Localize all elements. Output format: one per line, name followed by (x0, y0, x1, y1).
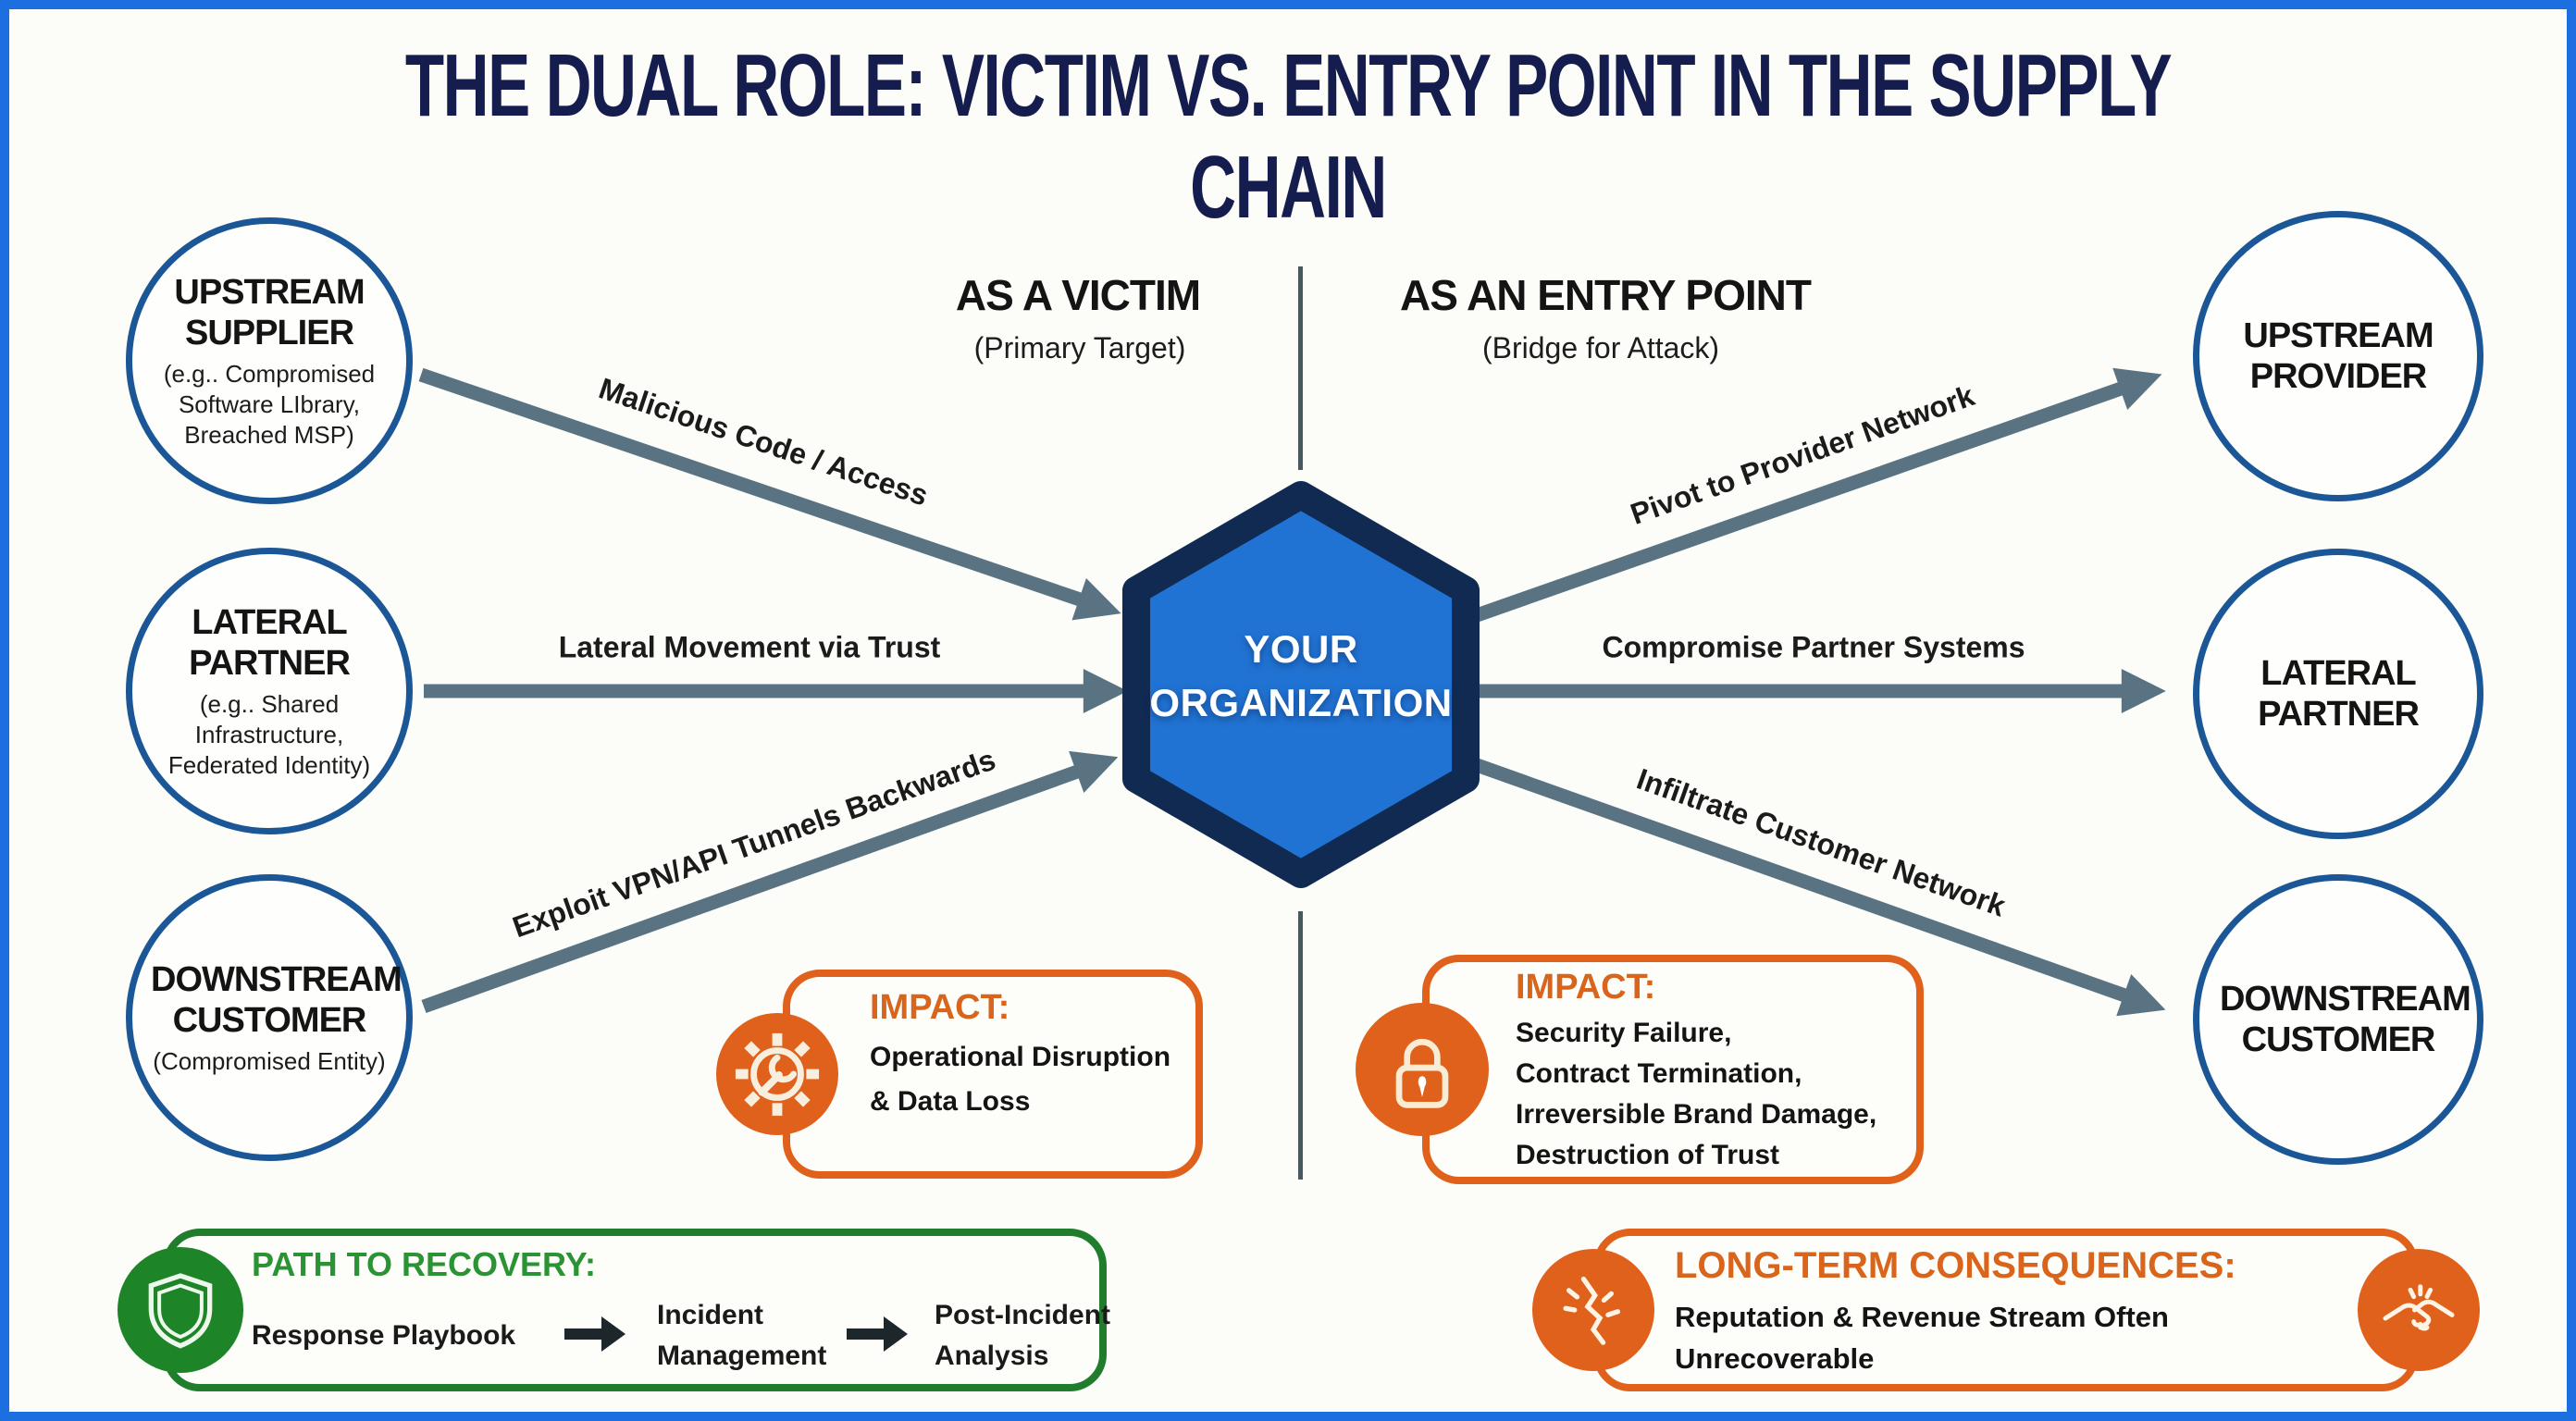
impact-victim-label: IMPACT: (870, 988, 1010, 1027)
node-name: DOWNSTREAM CUSTOMER (2220, 980, 2471, 1059)
node-name: UPSTREAM PROVIDER (2243, 316, 2434, 396)
impact-entry-line3: Irreversible Brand Damage, (1516, 1099, 1877, 1130)
arrow-exploit-vpn (421, 750, 1119, 1014)
handshake-icon (2383, 1284, 2455, 1331)
consequences-line2: Unrecoverable (1675, 1342, 1875, 1375)
arrow-malicious-code (418, 367, 1121, 621)
node-lateral-partner-left: LATERAL PARTNER (e.g.. Shared Infrastruc… (126, 548, 413, 834)
victim-subheading: (Primary Target) (973, 331, 1186, 365)
victim-heading: AS A VICTIM (955, 271, 1201, 319)
your-organization-hexagon: YOUR ORGANIZATION (1116, 481, 1486, 888)
org-line1: YOUR (1244, 627, 1358, 671)
node-detail: (e.g.. Shared Infrastructure, Federated … (167, 689, 371, 779)
impact-entry-line4: Destruction of Trust (1516, 1140, 1780, 1170)
impact-victim-line1: Operational Disruption (870, 1042, 1171, 1072)
impact-entry-line2: Contract Termination, (1516, 1058, 1802, 1089)
node-detail: (Compromised Entity) (153, 1046, 386, 1075)
recovery-icon-circle (118, 1247, 243, 1373)
node-name: LATERAL PARTNER (2258, 654, 2420, 734)
gear-wrench-icon (735, 1032, 820, 1117)
impact-victim-box (783, 970, 1203, 1179)
impact-entry-label: IMPACT: (1516, 968, 1656, 1007)
impact-entry-box (1422, 955, 1924, 1184)
node-detail: (e.g.. Compromised Software LIbrary, Bre… (163, 359, 376, 449)
org-line2: ORGANIZATION (1149, 681, 1453, 724)
node-downstream-customer-left: DOWNSTREAM CUSTOMER (Compromised Entity) (126, 874, 413, 1161)
flow-arrow-icon (847, 1328, 884, 1340)
consequences-right-icon-circle (2358, 1249, 2480, 1371)
impact-victim-line2: & Data Loss (870, 1086, 1031, 1117)
impact-entry-line1: Security Failure, (1516, 1018, 1732, 1048)
recovery-step-2: Incident Management (657, 1300, 827, 1371)
edge-label-lateral-movement: Lateral Movement via Trust (558, 630, 941, 664)
entry-point-subheading: (Bridge for Attack) (1481, 331, 1720, 365)
flow-arrow-icon (564, 1328, 601, 1340)
hexagon-shape (1122, 481, 1480, 888)
padlock-icon (1395, 1038, 1449, 1108)
recovery-step-1: Response Playbook (252, 1320, 516, 1351)
consequences-left-icon-circle (1532, 1249, 1654, 1371)
fracture-icon (1563, 1276, 1621, 1345)
node-lateral-partner-right: LATERAL PARTNER (2193, 549, 2483, 839)
entry-point-heading: AS AN ENTRY POINT (1400, 271, 1812, 319)
consequences-line1: Reputation & Revenue Stream Often (1675, 1301, 2169, 1333)
node-name: DOWNSTREAM CUSTOMER (151, 959, 402, 1040)
arrow-pivot-provider (1461, 367, 2162, 627)
impact-entry-icon-circle (1356, 1003, 1489, 1136)
page-title: THE DUAL ROLE: VICTIM VS. ENTRY POINT IN… (404, 36, 2173, 237)
recovery-label: PATH TO RECOVERY: (252, 1245, 597, 1283)
node-name: LATERAL PARTNER (189, 602, 351, 683)
attack-arrows-layer (418, 367, 2166, 1017)
arrow-infiltrate-customer (1461, 753, 2166, 1017)
node-downstream-customer-right: DOWNSTREAM CUSTOMER (2193, 874, 2483, 1165)
recovery-step-3: Post-Incident Analysis (935, 1300, 1111, 1371)
node-name: UPSTREAM SUPPLIER (174, 272, 365, 352)
node-upstream-provider: UPSTREAM PROVIDER (2193, 211, 2483, 501)
divider-bottom (1298, 911, 1303, 1180)
impact-victim-icon-circle (716, 1013, 838, 1135)
consequences-label: LONG-TERM CONSEQUENCES: (1675, 1245, 2236, 1286)
divider-top (1298, 266, 1303, 470)
shield-icon (148, 1273, 213, 1349)
node-upstream-supplier: UPSTREAM SUPPLIER (e.g.. Compromised Sof… (126, 217, 413, 504)
edge-label-compromise-partner: Compromise Partner Systems (1602, 630, 2025, 664)
